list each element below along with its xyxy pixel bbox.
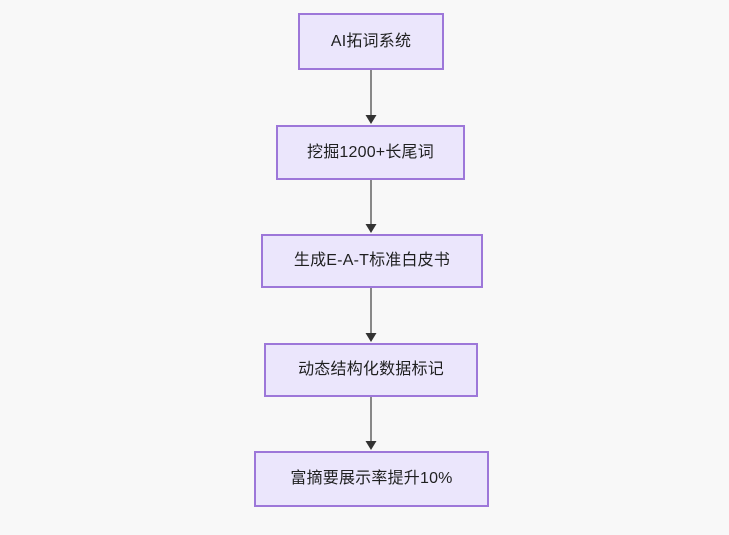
flow-node-n2[interactable]: 挖掘1200+长尾词 (276, 125, 465, 180)
flow-node-label: 富摘要展示率提升10% (290, 470, 453, 488)
flow-arrowhead-icon-e3 (365, 333, 377, 342)
flow-node-n5[interactable]: 富摘要展示率提升10% (254, 451, 489, 507)
flow-node-label: 挖掘1200+长尾词 (307, 143, 434, 161)
flow-arrowhead-icon-e1 (365, 115, 377, 124)
flow-node-label: AI拓词系统 (330, 32, 412, 50)
flow-node-label: 动态结构化数据标记 (298, 361, 444, 379)
flow-node-n4[interactable]: 动态结构化数据标记 (264, 343, 478, 397)
flow-arrowhead-icon-e4 (365, 441, 377, 450)
flow-node-n3[interactable]: 生成E-A-T标准白皮书 (261, 234, 483, 288)
flow-arrowhead-icon-e2 (365, 224, 377, 233)
flow-node-label: 生成E-A-T标准白皮书 (293, 252, 451, 270)
flow-node-n1[interactable]: AI拓词系统 (298, 13, 444, 70)
